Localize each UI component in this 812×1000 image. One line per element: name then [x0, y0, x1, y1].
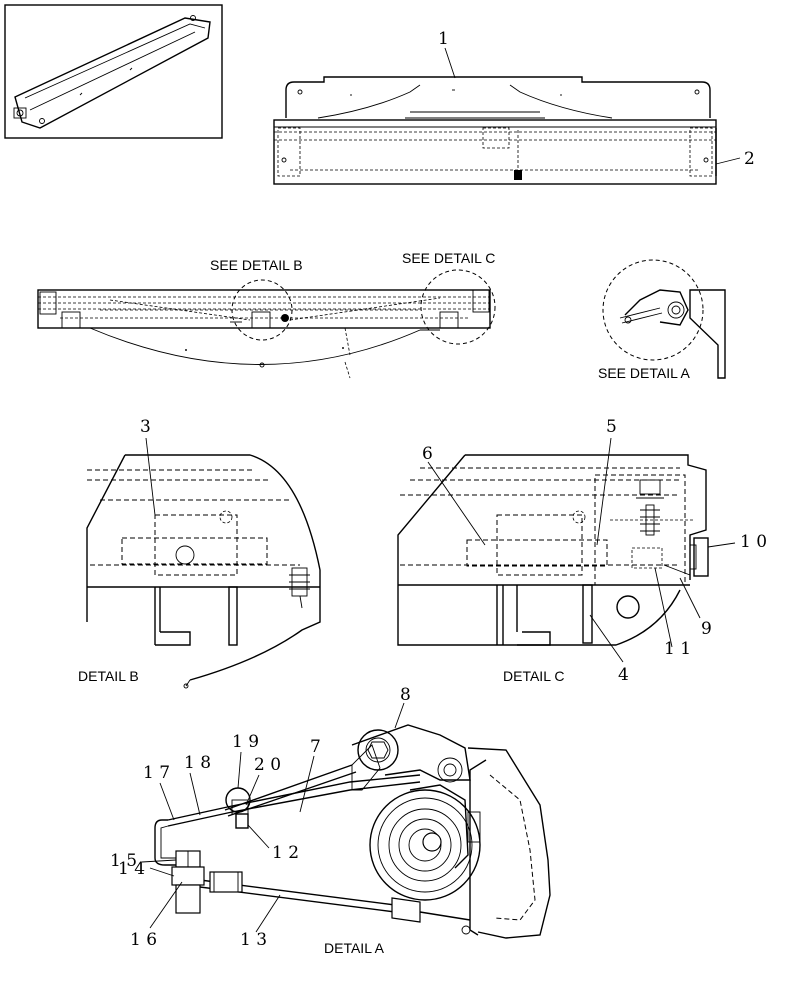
- callout-9: 9: [701, 619, 712, 639]
- callout-17: 1 7: [143, 763, 170, 783]
- callout-18: 1 8: [184, 753, 211, 773]
- callout-numbers: 1 2 3 4 5 6 7 8 9 1 0 1 1 1 2 1 3 1 4 1 …: [110, 29, 767, 950]
- callout-11: 1 1: [664, 639, 691, 659]
- detail-a-view: DETAIL A: [154, 724, 551, 956]
- detail-b-view: DETAIL B: [78, 454, 321, 689]
- callout-8: 8: [400, 685, 411, 705]
- callout-14: 1 4: [118, 859, 145, 879]
- detail-a-label: DETAIL A: [324, 940, 385, 956]
- callout-15: 1 5: [110, 851, 137, 871]
- callout-2: 2: [744, 149, 755, 169]
- thumbnail-inset: [4, 4, 223, 139]
- callout-16: 1 6: [130, 930, 157, 950]
- leader-lines: [141, 47, 741, 933]
- callout-3: 3: [140, 417, 151, 437]
- assembly-side-view: SEE DETAIL B SEE DETAIL C: [37, 250, 496, 379]
- assembly-top-view: [273, 76, 717, 185]
- callout-20: 2 0: [254, 755, 281, 775]
- callout-4: 4: [618, 665, 629, 685]
- callout-19: 1 9: [232, 732, 259, 752]
- end-view: SEE DETAIL A: [598, 259, 726, 381]
- callout-12: 1 2: [272, 843, 299, 863]
- callout-1: 1: [438, 29, 449, 49]
- see-detail-c-label: SEE DETAIL C: [402, 250, 495, 266]
- callout-5: 5: [606, 417, 617, 437]
- callout-7: 7: [310, 737, 321, 757]
- callout-6: 6: [422, 444, 433, 464]
- detail-c-view: DETAIL C: [397, 454, 709, 684]
- detail-b-label: DETAIL B: [78, 668, 139, 684]
- callout-13: 1 3: [240, 930, 267, 950]
- callout-10: 1 0: [740, 532, 767, 552]
- see-detail-b-label: SEE DETAIL B: [210, 257, 303, 273]
- see-detail-a-label: SEE DETAIL A: [598, 365, 690, 381]
- detail-c-label: DETAIL C: [503, 668, 564, 684]
